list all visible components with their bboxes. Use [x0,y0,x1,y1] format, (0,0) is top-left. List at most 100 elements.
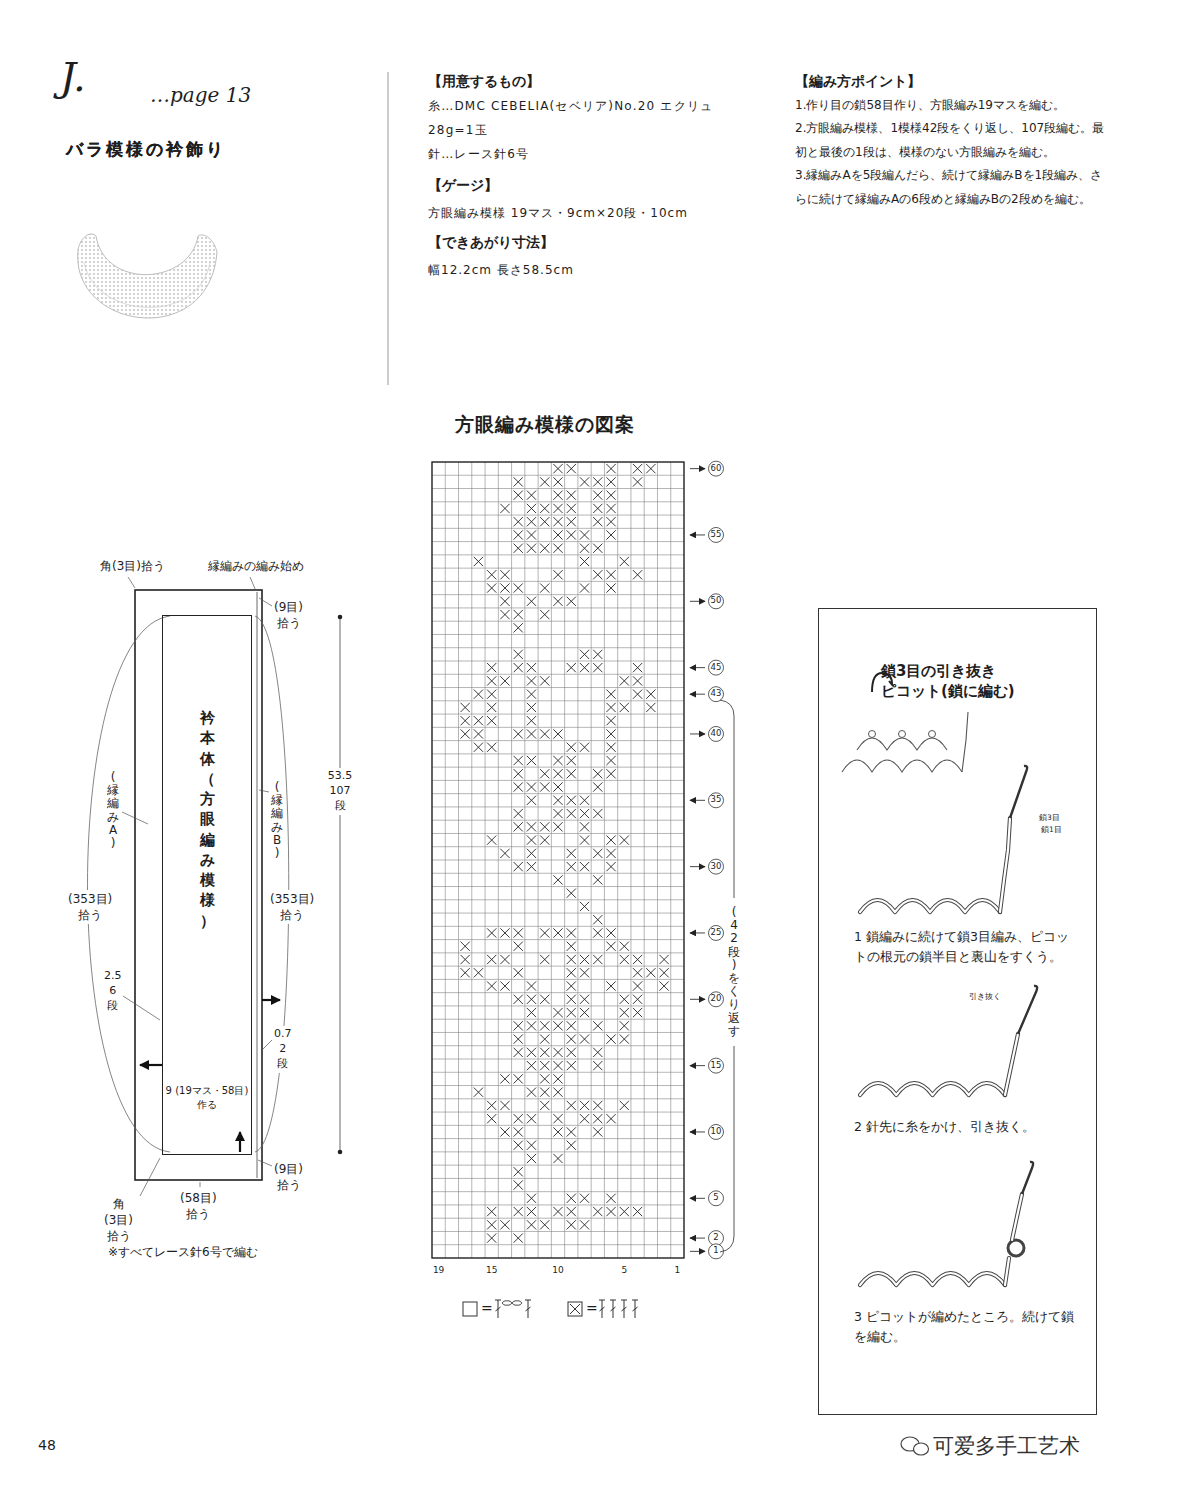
leader-line [122,812,148,824]
block-mark [606,517,615,526]
block-mark [461,703,470,712]
block-mark [567,1141,576,1150]
picot-illustration [1008,1240,1024,1256]
block-mark [514,491,523,500]
block-mark [553,1074,562,1083]
block-mark [606,491,615,500]
grid-line [432,1231,684,1232]
block-mark [606,690,615,699]
block-mark [593,1101,602,1110]
block-mark [553,597,562,606]
grid-line [432,913,684,914]
stitch-symbol [525,1300,531,1318]
block-mark [567,1021,576,1030]
block-mark [620,676,629,685]
block-mark [553,809,562,818]
block-mark [527,690,536,699]
start-note: 縁編みの編み始め [208,558,304,574]
direction-arrow [239,1132,241,1152]
section-heading: 【編み方ポイント】 [795,72,1113,91]
leader-line [128,577,135,588]
row-arrow [690,1238,705,1239]
chain-illustration [1005,1258,1009,1285]
chain-illustration [860,900,1000,912]
chain-illustration [860,1083,1005,1095]
row-arrow [690,534,705,535]
block-mark [606,570,615,579]
row-circle [709,992,724,1007]
row-number: 30 [711,861,722,872]
grid-line [432,581,684,582]
grid-line [432,1204,684,1205]
dimension-dot [338,1150,343,1155]
block-mark [580,835,589,844]
block-mark [514,1233,523,1242]
dimension-label: 0.7 2 段 [274,1026,292,1073]
row-number: 5 [713,1193,718,1204]
chain-illustration [860,1273,1005,1285]
block-mark [540,729,549,738]
block-mark [553,1127,562,1136]
block-mark [580,557,589,566]
column-number: 1 [674,1264,680,1276]
block-mark [487,1101,496,1110]
grid-line [432,700,684,701]
block-mark [593,1207,602,1216]
pickup-note: (58目) 拾う [180,1190,217,1222]
pickup-curve [88,616,171,1152]
legend-symbol [570,1304,580,1314]
block-mark [659,955,668,964]
block-mark [606,477,615,486]
materials-text: 針…レース針6号 [428,142,758,166]
block-mark [580,955,589,964]
grid-line [432,992,684,993]
block-mark [514,822,523,831]
block-mark [514,544,523,553]
block-mark [500,955,509,964]
column-number: 5 [621,1264,627,1276]
block-mark [514,583,523,592]
pickup-note: 角(3目)拾う [100,558,165,574]
block-mark [567,517,576,526]
row-number: 25 [711,927,722,938]
pickup-note: 角(3目) 拾う [104,1196,133,1245]
row-circle [709,726,724,741]
block-mark [580,862,589,871]
direction-arrow [140,1064,162,1066]
block-mark [553,504,562,513]
block-mark [540,610,549,619]
block-mark [514,1127,523,1136]
block-mark [620,942,629,951]
block-mark [567,756,576,765]
block-mark [567,1220,576,1229]
grid-line [432,833,684,834]
block-mark [659,981,668,990]
block-mark [527,835,536,844]
note: ※すべてレース針6号で編む [108,1244,258,1260]
block-mark [540,1048,549,1057]
block-mark [553,477,562,486]
chain-illustration [1005,1034,1018,1095]
block-mark [593,875,602,884]
grid-line [432,528,684,529]
grid-line [432,886,684,887]
grid-line [432,661,684,662]
block-mark [461,729,470,738]
block-mark [593,955,602,964]
grid-line [432,860,684,861]
repeat-note: (42段)をくり返す [728,906,740,1038]
block-mark [567,1034,576,1043]
grid-line [432,714,684,715]
row-circle [709,527,724,542]
block-mark [487,570,496,579]
block-mark [606,849,615,858]
block-mark [580,1101,589,1110]
block-mark [527,716,536,725]
block-mark [606,769,615,778]
row-arrow [690,1065,705,1066]
block-mark [514,1180,523,1189]
block-mark [527,1061,536,1070]
block-mark [567,1194,576,1203]
grid-line [432,568,684,569]
